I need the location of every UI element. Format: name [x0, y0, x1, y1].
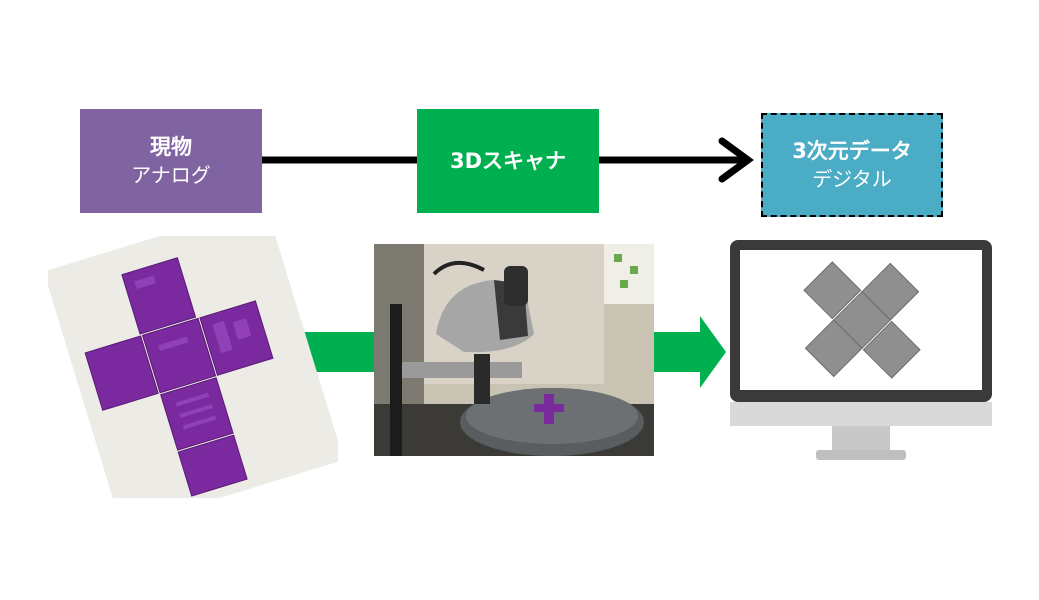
- black-arrowhead-icon: [718, 137, 754, 183]
- physical-part-photo: [48, 236, 338, 498]
- monitor-image: [730, 240, 992, 460]
- green-arrow-icon-2: [653, 316, 726, 388]
- digital-title: 3次元データ: [792, 139, 912, 163]
- digital-subtitle: デジタル: [812, 167, 892, 191]
- scanner-title: 3Dスキャナ: [449, 149, 567, 173]
- analog-title: 現物: [150, 135, 192, 159]
- 3d-model-icon: [803, 261, 921, 379]
- scanner-box: 3Dスキャナ: [417, 109, 599, 213]
- scanner-rig-photo: [374, 244, 654, 456]
- analog-subtitle: アナログ: [131, 163, 211, 187]
- analog-box: 現物 アナログ: [80, 109, 262, 213]
- digital-box: 3次元データ デジタル: [761, 113, 943, 217]
